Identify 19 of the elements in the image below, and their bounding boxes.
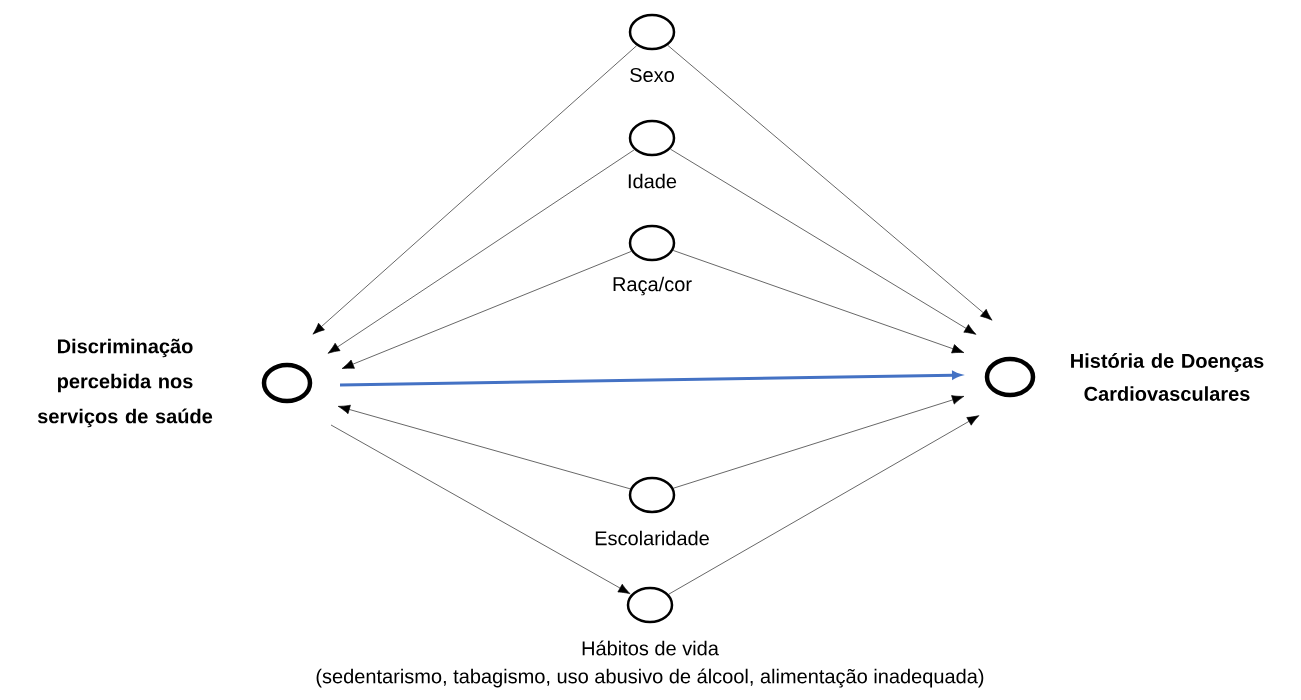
node-label: Hábitos de vida [582, 640, 719, 656]
arrow [673, 395, 965, 489]
node-label: Sexo [630, 67, 674, 83]
node-label: Escolaridade [595, 530, 709, 546]
node-label: Idade [628, 173, 677, 189]
arrow [341, 251, 632, 369]
arrow [672, 250, 965, 354]
arrow [327, 149, 635, 354]
arrow [667, 45, 993, 321]
arrow [668, 415, 980, 595]
arrow [337, 404, 631, 490]
arrow [330, 424, 631, 595]
node-label: História de Doenças Cardiovasculares [1071, 353, 1264, 401]
node-label: (sedentarismo, tabagismo, uso abusivo de álcool, alimentação inadequada) [316, 668, 984, 688]
arrow [340, 371, 962, 387]
node-label: Discriminação percebida nos serviços de saúde [37, 338, 213, 428]
node-label: Raça/cor [613, 276, 692, 296]
arrow [670, 148, 977, 335]
arrow [312, 45, 637, 335]
